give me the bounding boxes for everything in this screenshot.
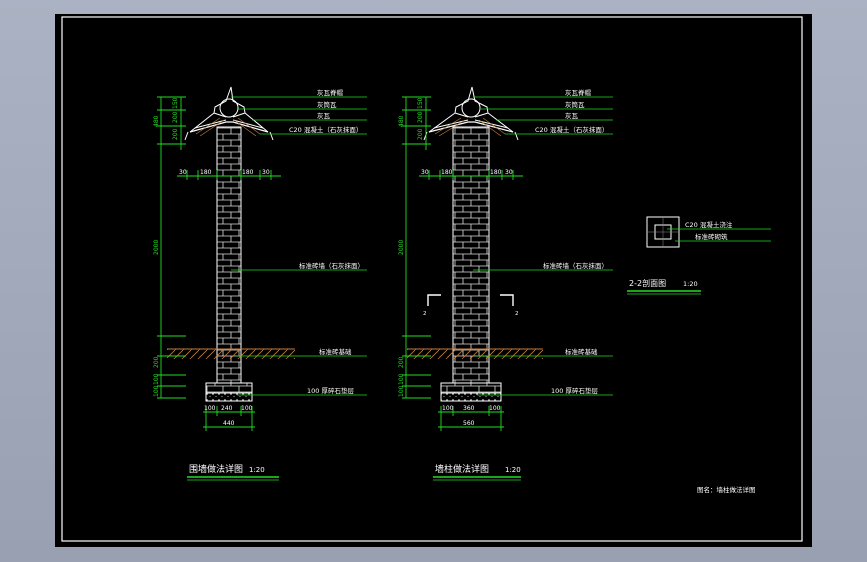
left-dim-h-8: 440 — [223, 420, 235, 427]
section-callout-1: C20 混凝土浇注 — [685, 220, 733, 229]
left-dim-h-6: 240 — [221, 405, 233, 412]
middle-callout-5: 标准砖墙（石灰抹面） — [543, 261, 608, 270]
section-mark-left: 2 — [423, 311, 427, 317]
left-vertical-dims — [157, 96, 186, 399]
section-callout-2: 标准砖砌筑 — [695, 232, 728, 241]
drawing-sheet: 150 200 200 480 2000 200 100 100 30 180 … — [55, 14, 812, 547]
middle-vertical-dims — [402, 96, 431, 399]
left-gravel-bed — [205, 392, 253, 402]
sheet-title: 图名：墙柱做法详图 — [697, 485, 756, 494]
middle-callout-6: 标准砖基础 — [565, 347, 598, 356]
middle-brick-pillar — [452, 126, 490, 386]
middle-horizontal-dims-top — [419, 170, 523, 180]
left-dim-h-2: 180 — [200, 169, 212, 176]
section-scale: 1:20 — [683, 280, 698, 288]
middle-dim-v-3: 200 — [417, 128, 424, 140]
section-mark-right: 2 — [515, 311, 519, 317]
middle-dim-h-1: 30 — [421, 169, 429, 176]
middle-callout-3: 灰瓦 — [565, 111, 579, 120]
left-dim-h-5: 100 — [204, 405, 216, 412]
middle-dim-v-1: 150 — [417, 97, 424, 109]
middle-dim-v-5: 2000 — [398, 240, 405, 255]
left-callout-4: C20 混凝土（石灰抹面） — [289, 125, 362, 134]
middle-detail: 2 2 150 200 200 480 2000 200 100 100 30 … — [398, 86, 613, 481]
middle-dim-v-2: 200 — [417, 111, 424, 123]
left-dim-v-6: 200 — [153, 356, 160, 368]
middle-dim-v-7: 100 — [398, 373, 405, 385]
middle-callout-4: C20 混凝土（石灰抹面） — [535, 125, 608, 134]
left-dim-v-1: 150 — [172, 97, 179, 109]
left-callout-1: 灰瓦脊帽 — [317, 88, 344, 97]
left-callout-3: 灰瓦 — [317, 111, 331, 120]
middle-dim-v-4: 480 — [398, 115, 405, 127]
middle-dim-h-5: 100 — [442, 405, 454, 412]
left-dim-h-3: 180 — [242, 169, 254, 176]
middle-gravel-bed — [440, 392, 502, 402]
middle-detail-title: 墙柱做法详图 — [435, 463, 489, 475]
middle-detail-scale: 1:20 — [505, 466, 521, 474]
left-callout-7: 100 厚碎石垫层 — [307, 386, 354, 395]
left-ground-hatch — [167, 349, 295, 359]
left-dim-v-3: 200 — [172, 128, 179, 140]
left-dim-v-8: 100 — [153, 385, 160, 397]
left-detail-scale: 1:20 — [249, 466, 265, 474]
section-cut-marks — [427, 294, 514, 306]
left-callout-6: 标准砖基础 — [319, 347, 352, 356]
left-dim-h-4: 30 — [262, 169, 270, 176]
left-footing — [205, 382, 253, 394]
left-brick-wall — [216, 126, 242, 386]
left-detail: 150 200 200 480 2000 200 100 100 30 180 … — [153, 86, 367, 481]
left-dim-v-2: 200 — [172, 111, 179, 123]
section-callout-leaders — [667, 228, 771, 242]
left-dim-h-7: 100 — [241, 405, 253, 412]
left-callout-2: 灰筒瓦 — [317, 100, 337, 109]
section-title: 2-2剖面图 — [629, 278, 666, 288]
left-dim-v-5: 2000 — [153, 240, 160, 255]
middle-dim-h-2: 180 — [441, 169, 453, 176]
middle-ground-hatch — [407, 349, 543, 359]
middle-callout-leaders — [473, 96, 613, 396]
middle-dim-h-7: 100 — [489, 405, 501, 412]
cad-drawing: 150 200 200 480 2000 200 100 100 30 180 … — [61, 16, 803, 542]
middle-callout-2: 灰筒瓦 — [565, 100, 585, 109]
left-dim-h-1: 30 — [179, 169, 187, 176]
left-callout-5: 标准砖墙（石灰抹面） — [299, 261, 364, 270]
middle-footing — [440, 382, 502, 394]
left-dim-v-4: 480 — [153, 115, 160, 127]
left-roof-cap — [184, 86, 274, 141]
middle-callout-1: 灰瓦脊帽 — [565, 88, 592, 97]
middle-dim-h-6: 360 — [463, 405, 475, 412]
section-2-2: C20 混凝土浇注 标准砖砌筑 2-2剖面图 1:20 — [627, 216, 771, 295]
sheet-border — [61, 16, 803, 542]
middle-dim-v-6: 200 — [398, 356, 405, 368]
left-detail-title: 围墙做法详图 — [189, 463, 243, 475]
left-horizontal-dims-top — [177, 170, 281, 180]
middle-dim-h-8: 560 — [463, 420, 475, 427]
left-callout-leaders — [231, 96, 367, 396]
middle-dim-h-3: 180 — [490, 169, 502, 176]
left-horizontal-dims-bottom — [203, 406, 255, 431]
left-dim-v-7: 100 — [153, 373, 160, 385]
middle-dim-v-8: 100 — [398, 385, 405, 397]
middle-dim-h-4: 30 — [505, 169, 513, 176]
middle-horizontal-dims-bottom — [438, 406, 504, 431]
middle-callout-7: 100 厚碎石垫层 — [551, 386, 598, 395]
